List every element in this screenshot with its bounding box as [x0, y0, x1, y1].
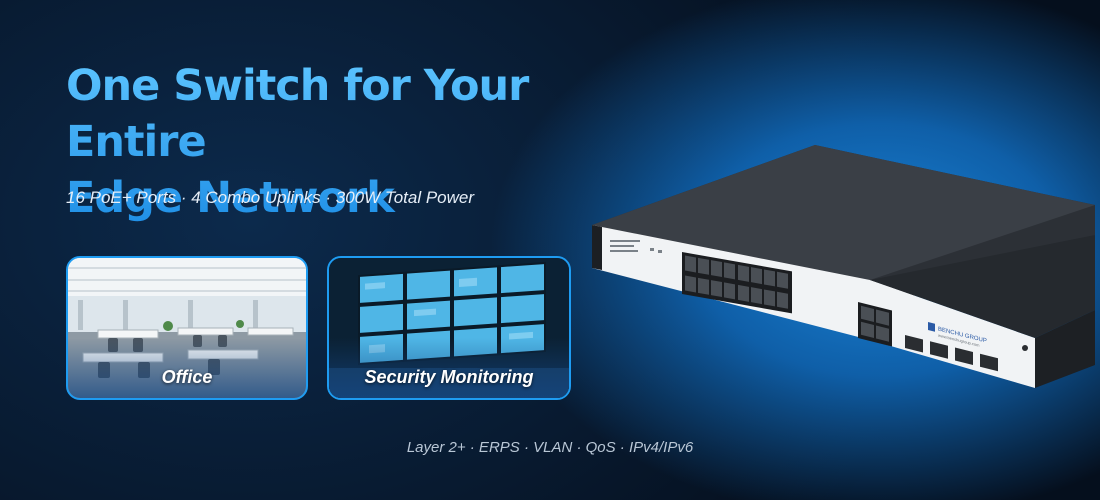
security-monitoring-card: Security Monitoring	[327, 256, 571, 400]
subheadline: 16 PoE+ Ports · 4 Combo Uplinks · 300W T…	[66, 188, 475, 207]
office-card-overlay	[68, 338, 306, 398]
security-card-label: Security Monitoring	[364, 367, 534, 387]
office-card-label: Office	[161, 367, 213, 387]
poe-switch-image: BENCHU GROUP www.benchugroup.com	[592, 145, 1095, 388]
office-card: Office	[66, 256, 308, 400]
security-card-overlay	[329, 338, 569, 398]
feature-list: Layer 2+ · ERPS · VLAN · QoS · IPv4/IPv6	[406, 439, 694, 456]
